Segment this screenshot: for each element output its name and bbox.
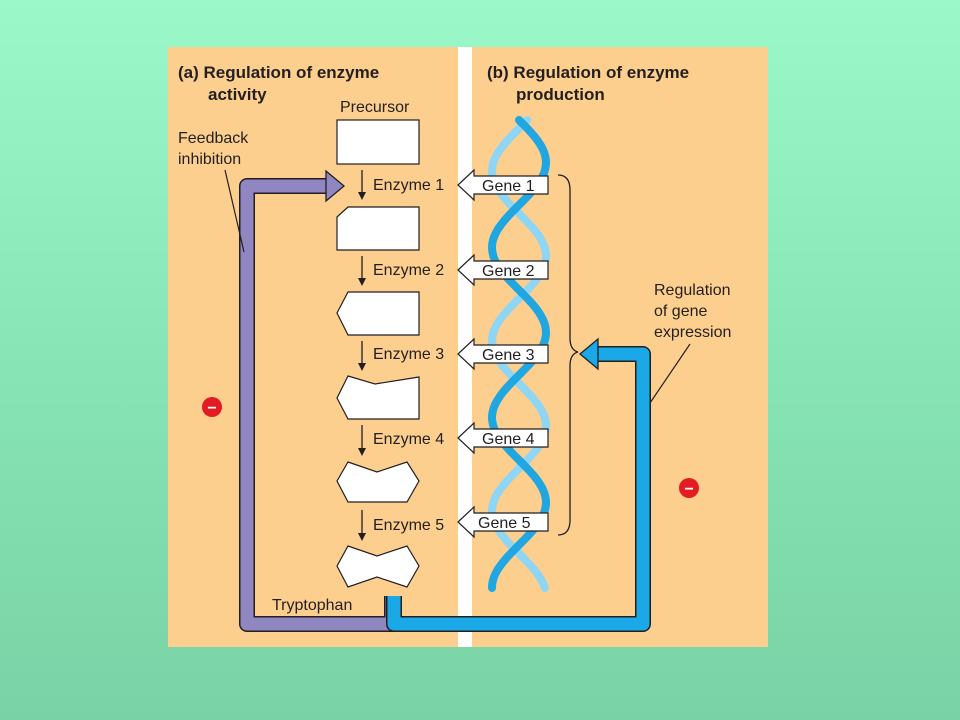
panel-b-title: (b) Regulation of enzyme	[487, 63, 689, 82]
regulation-leader-line	[649, 343, 691, 404]
intermediate-4-shape	[336, 461, 420, 503]
panel-a-title-cont: activity	[208, 85, 267, 104]
feedback-label: Feedback	[178, 130, 249, 147]
gene-arrow-3	[457, 337, 549, 371]
regulation-label-cont2: expression	[654, 324, 731, 341]
inhibition-minus-a: −	[207, 400, 216, 417]
gene-group-brace	[557, 174, 579, 536]
gene-label-1: Gene 1	[482, 178, 535, 195]
feedback-label-cont: inhibition	[178, 151, 241, 168]
precursor-box	[336, 119, 420, 165]
enzyme-label-1: Enzyme 1	[373, 177, 444, 194]
gene-label-4: Gene 4	[482, 431, 535, 448]
regulation-label: Regulation	[654, 282, 731, 299]
intermediate-1-shape	[336, 206, 420, 251]
feedback-arrow-head	[325, 169, 346, 203]
feedback-leader-line	[224, 169, 245, 253]
gene-arrow-5	[457, 505, 549, 539]
gene-label-2: Gene 2	[482, 263, 535, 280]
enzyme-label-2: Enzyme 2	[373, 262, 444, 279]
gene-label-3: Gene 3	[482, 347, 535, 364]
intermediate-2-shape	[336, 291, 420, 336]
enzyme-label-4: Enzyme 4	[373, 431, 444, 448]
enzyme-label-3: Enzyme 3	[373, 346, 444, 363]
gene-arrow-2	[457, 253, 549, 287]
gene-regulation-arrow-outline	[386, 346, 651, 632]
intermediate-3-shape	[336, 375, 420, 420]
gene-arrow-1	[457, 168, 549, 202]
precursor-label: Precursor	[340, 99, 410, 116]
regulation-label-cont: of gene	[654, 303, 707, 320]
gene-arrow-4	[457, 421, 549, 455]
enzyme-label-5: Enzyme 5	[373, 517, 444, 534]
tryptophan-shape	[336, 545, 420, 588]
gene-regulation-arrow	[387, 347, 650, 631]
inhibition-symbol-b: −	[679, 478, 699, 498]
inhibition-symbol-a: −	[202, 397, 222, 417]
panel-b-title-cont: production	[516, 85, 605, 104]
inhibition-minus-b: −	[684, 481, 693, 498]
gene-label-5: Gene 5	[478, 515, 531, 532]
tryptophan-label: Tryptophan	[272, 597, 352, 614]
panel-a-title: (a) Regulation of enzyme	[178, 63, 379, 82]
gene-regulation-arrow-head	[578, 337, 599, 371]
